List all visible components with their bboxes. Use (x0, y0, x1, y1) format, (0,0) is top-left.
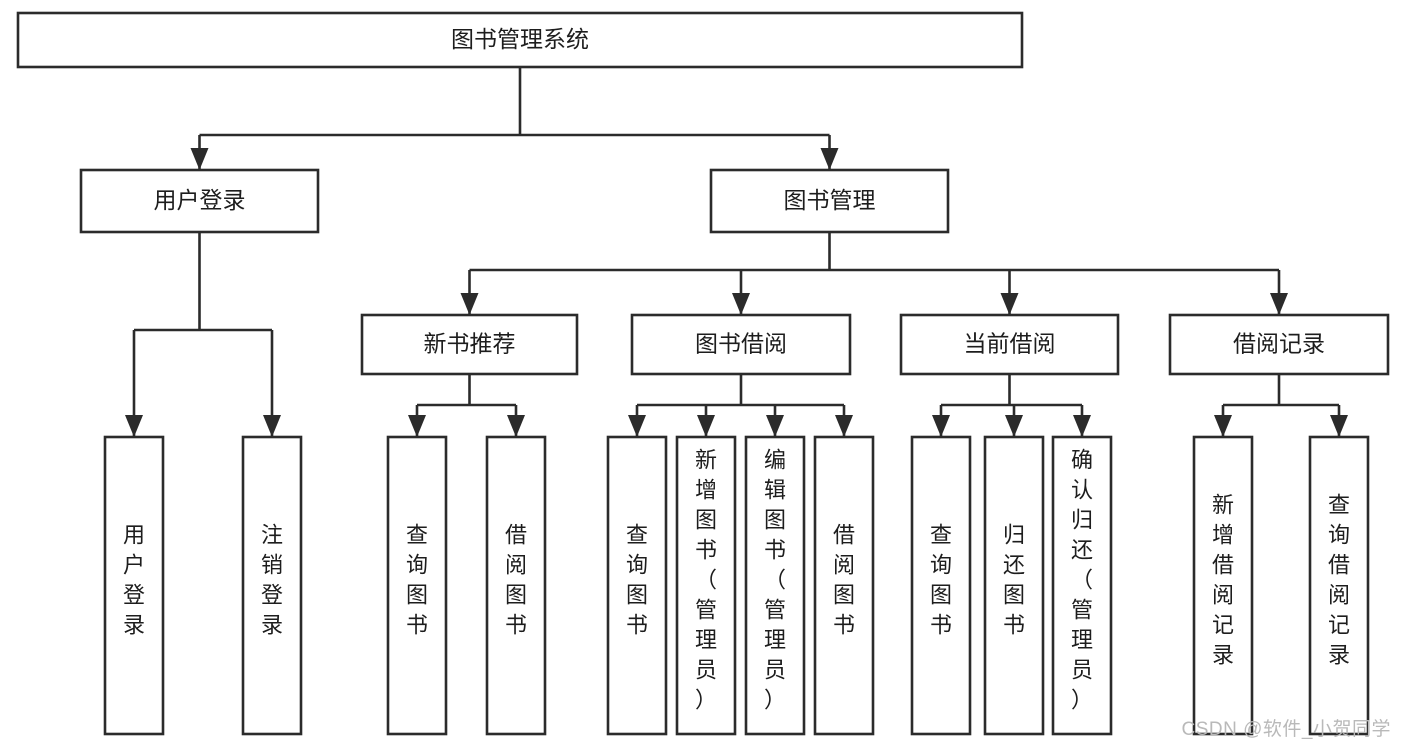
arrow-head-icon (460, 293, 479, 315)
node-label-leaf-edit-book-admin: 编辑图书（管理员） (764, 448, 786, 713)
node-label-user-login: 用户登录 (154, 187, 246, 213)
arrow-head-icon (766, 415, 784, 437)
node-label-leaf-borrow-book-2: 借阅图书 (833, 523, 855, 638)
node-leaf-user-login[interactable]: 用户登录 (103, 435, 165, 736)
node-leaf-return-book[interactable]: 归还图书 (983, 435, 1045, 736)
node-label-book-borrow: 图书借阅 (695, 331, 787, 357)
node-box-leaf-add-borrow-record[interactable] (1192, 435, 1254, 736)
arrow-head-icon (263, 415, 281, 437)
node-label-book-management: 图书管理 (784, 187, 876, 213)
arrow-head-icon (1000, 293, 1019, 315)
node-box-leaf-user-login[interactable] (103, 435, 165, 736)
node-box-root[interactable] (16, 11, 1024, 69)
node-label-leaf-query-book-2: 查询图书 (626, 523, 648, 638)
node-label-leaf-borrow-book-1: 借阅图书 (505, 523, 527, 638)
arrow-head-icon (820, 148, 839, 170)
arrow-head-icon (1005, 415, 1023, 437)
node-leaf-add-borrow-record[interactable]: 新增借阅记录 (1192, 435, 1254, 736)
node-leaf-query-book-2[interactable]: 查询图书 (606, 435, 668, 736)
node-label-leaf-return-book: 归还图书 (1003, 523, 1025, 638)
node-box-leaf-query-book-2[interactable] (606, 435, 668, 736)
node-box-book-borrow[interactable] (630, 313, 852, 376)
node-box-leaf-borrow-book-2[interactable] (813, 435, 875, 736)
node-leaf-logout[interactable]: 注销登录 (241, 435, 303, 736)
node-box-leaf-query-book-3[interactable] (910, 435, 972, 736)
node-label-current-borrow: 当前借阅 (964, 331, 1056, 357)
node-box-leaf-edit-book-admin[interactable] (744, 435, 806, 736)
node-leaf-borrow-book-1[interactable]: 借阅图书 (485, 435, 547, 736)
node-label-new-book-recommend: 新书推荐 (424, 331, 516, 357)
node-box-book-management[interactable] (709, 168, 950, 234)
node-root[interactable]: 图书管理系统 (16, 11, 1024, 69)
node-current-borrow[interactable]: 当前借阅 (899, 313, 1120, 376)
node-label-leaf-add-book-admin: 新增图书（管理员） (695, 448, 717, 713)
node-leaf-confirm-return-admin[interactable]: 确认归还（管理员） (1051, 435, 1113, 736)
node-box-borrow-record[interactable] (1168, 313, 1390, 376)
node-new-book-recommend[interactable]: 新书推荐 (360, 313, 579, 376)
arrow-head-icon (628, 415, 646, 437)
node-label-root: 图书管理系统 (451, 26, 589, 52)
node-book-borrow[interactable]: 图书借阅 (630, 313, 852, 376)
node-label-leaf-query-borrow-record: 查询借阅记录 (1328, 493, 1350, 668)
node-leaf-add-book-admin[interactable]: 新增图书（管理员） (675, 435, 737, 736)
edges-layer (125, 67, 1348, 437)
arrow-head-icon (932, 415, 950, 437)
node-box-leaf-return-book[interactable] (983, 435, 1045, 736)
node-label-leaf-query-book-3: 查询图书 (930, 523, 952, 638)
node-box-leaf-confirm-return-admin[interactable] (1051, 435, 1113, 736)
node-box-leaf-query-borrow-record[interactable] (1308, 435, 1370, 736)
node-leaf-query-borrow-record[interactable]: 查询借阅记录 (1308, 435, 1370, 736)
node-box-user-login[interactable] (79, 168, 320, 234)
arrow-head-icon (408, 415, 426, 437)
node-box-current-borrow[interactable] (899, 313, 1120, 376)
node-leaf-query-book-1[interactable]: 查询图书 (386, 435, 448, 736)
node-box-leaf-borrow-book-1[interactable] (485, 435, 547, 736)
node-label-leaf-confirm-return-admin: 确认归还（管理员） (1071, 448, 1093, 713)
node-label-leaf-user-login: 用户登录 (123, 523, 145, 638)
arrow-head-icon (1073, 415, 1091, 437)
node-leaf-query-book-3[interactable]: 查询图书 (910, 435, 972, 736)
arrow-head-icon (1270, 293, 1288, 315)
node-box-leaf-logout[interactable] (241, 435, 303, 736)
arrow-head-icon (835, 415, 853, 437)
node-user-login[interactable]: 用户登录 (79, 168, 320, 234)
nodes-layer: 图书管理系统用户登录图书管理新书推荐图书借阅当前借阅借阅记录用户登录注销登录查询… (16, 11, 1390, 736)
node-leaf-borrow-book-2[interactable]: 借阅图书 (813, 435, 875, 736)
node-book-management[interactable]: 图书管理 (709, 168, 950, 234)
node-label-leaf-query-book-1: 查询图书 (406, 523, 428, 638)
node-box-leaf-add-book-admin[interactable] (675, 435, 737, 736)
node-borrow-record[interactable]: 借阅记录 (1168, 313, 1390, 376)
arrow-head-icon (1214, 415, 1232, 437)
arrow-head-icon (507, 415, 525, 437)
arrow-head-icon (697, 415, 715, 437)
node-label-borrow-record: 借阅记录 (1233, 331, 1325, 357)
node-box-leaf-query-book-1[interactable] (386, 435, 448, 736)
arrow-head-icon (125, 415, 143, 437)
node-leaf-edit-book-admin[interactable]: 编辑图书（管理员） (744, 435, 806, 736)
node-box-new-book-recommend[interactable] (360, 313, 579, 376)
arrow-head-icon (1330, 415, 1348, 437)
arrow-head-icon (732, 293, 750, 315)
node-label-leaf-logout: 注销登录 (261, 523, 283, 638)
node-label-leaf-add-borrow-record: 新增借阅记录 (1212, 493, 1234, 668)
arrow-head-icon (190, 148, 209, 170)
